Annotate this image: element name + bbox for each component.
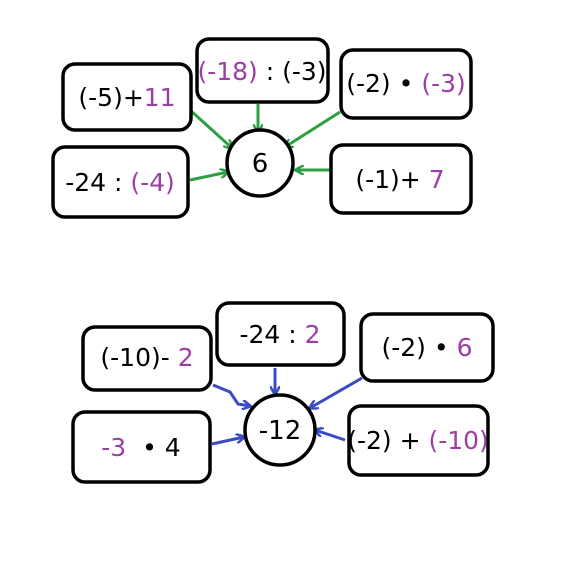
top-box-5 bbox=[329, 143, 473, 215]
bottom-box-5-text: (-2) + (-10) bbox=[347, 426, 489, 455]
arrow-bottom-3 bbox=[310, 376, 363, 408]
arrow-bottom-5 bbox=[315, 430, 346, 442]
top-box-5-text: (-1)+ 7 bbox=[355, 165, 444, 194]
top-center-circle bbox=[225, 128, 295, 198]
bottom-arrows bbox=[211, 368, 363, 446]
bottom-box-2-text: -24 : 2 bbox=[239, 320, 320, 349]
top-box-2-text: (-18) : (-3) bbox=[197, 57, 326, 86]
bottom-box-1-text: (-10)- 2 bbox=[100, 343, 193, 372]
bottom-box-4-text: -3 • 4 bbox=[101, 433, 180, 462]
top-arrows bbox=[188, 104, 341, 182]
bottom-box-3-text: (-2) • 6 bbox=[382, 333, 473, 362]
bottom-center-circle bbox=[243, 393, 317, 467]
top-box-1-text: (-5)+11 bbox=[78, 83, 175, 112]
arrow-bottom-4 bbox=[211, 437, 244, 446]
top-box-4-text: -24 : (-4) bbox=[65, 168, 175, 197]
bottom-box-1 bbox=[81, 325, 213, 392]
arrow-top-1 bbox=[188, 108, 232, 148]
bottom-box-5 bbox=[347, 404, 490, 477]
bottom-center-value: -12 bbox=[259, 416, 301, 446]
bottom-box-3 bbox=[359, 312, 495, 383]
top-box-3-text: (-2) • (-3) bbox=[346, 69, 466, 98]
bottom-group: -12 (-10)- 2 -24 : 2 (-2) • 6 -3 • 4 (-2… bbox=[71, 301, 495, 484]
arrow-bottom-1 bbox=[212, 383, 250, 406]
top-center-value: 6 bbox=[252, 149, 269, 179]
top-box-3 bbox=[339, 48, 473, 120]
top-box-2 bbox=[195, 37, 330, 104]
bottom-box-4 bbox=[71, 410, 212, 484]
arrow-top-4 bbox=[189, 172, 228, 182]
arrow-top-3 bbox=[285, 110, 341, 147]
top-box-4 bbox=[51, 145, 190, 219]
top-box-1 bbox=[61, 62, 193, 132]
bottom-box-2 bbox=[215, 301, 346, 367]
top-group: 6 (-5)+11 (-18) : (-3) (-2) • (-3) -24 :… bbox=[51, 37, 473, 219]
